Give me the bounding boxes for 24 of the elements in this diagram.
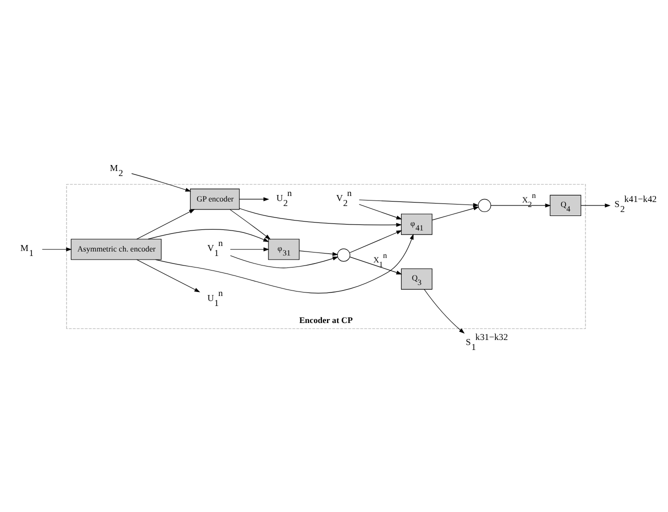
node-circle <box>337 248 350 262</box>
arrow <box>358 199 479 206</box>
arrow <box>490 202 551 207</box>
arrow <box>432 206 480 220</box>
arrow <box>230 246 270 251</box>
arrow <box>358 204 402 219</box>
node-circle <box>478 198 492 212</box>
arrow <box>230 254 338 268</box>
arrow <box>136 208 195 239</box>
node-box: GP encoder <box>190 188 240 210</box>
arrow <box>230 208 271 240</box>
arrow <box>136 258 200 292</box>
arrow <box>349 230 402 253</box>
arrow <box>131 172 192 192</box>
arrow <box>424 288 465 334</box>
arrow <box>155 233 414 293</box>
node-box: Asymmetric ch. encoder <box>70 238 162 260</box>
arrow <box>239 196 270 201</box>
arrow <box>299 250 338 256</box>
arrow <box>580 202 611 207</box>
arrow <box>239 208 402 226</box>
arrow <box>350 256 402 274</box>
arrow <box>148 228 270 242</box>
arrow <box>42 246 72 251</box>
